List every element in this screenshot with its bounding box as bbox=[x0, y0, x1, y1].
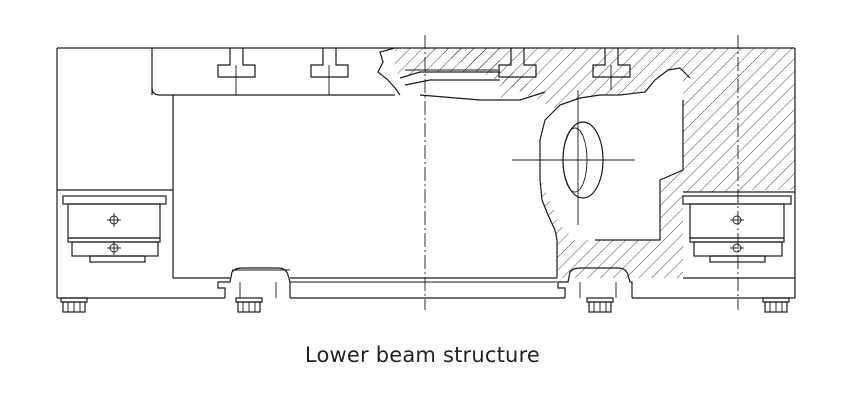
t-slots bbox=[217, 48, 631, 95]
left-bearing-block bbox=[57, 189, 173, 263]
figure-caption: Lower beam structure bbox=[304, 343, 541, 367]
right-bearing-block bbox=[682, 195, 792, 263]
lower-beam-drawing bbox=[56, 35, 796, 313]
beam-outline bbox=[56, 47, 796, 299]
oval-hole bbox=[512, 90, 635, 225]
break-line bbox=[377, 47, 546, 101]
leveling-bolts bbox=[60, 297, 790, 313]
bottom-pads bbox=[217, 267, 633, 298]
